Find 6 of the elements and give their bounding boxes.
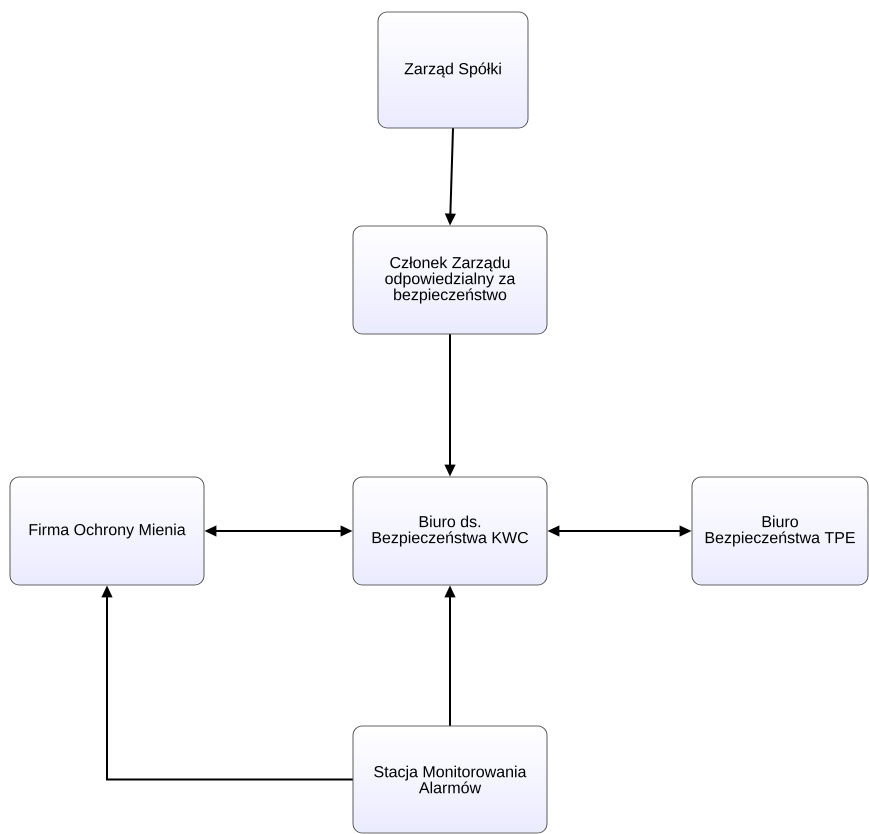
box: Biuro ds. Bezpieczeństwa KWC <box>352 476 548 586</box>
box: Stacja Monitorowania Alarmów <box>352 726 548 834</box>
box: Członek Zarządu odpowiedzialny za bezpieczeństwo <box>352 226 548 334</box>
box: Zarząd Spółki <box>378 12 528 128</box>
box: Firma Ochrony Mienia <box>10 476 204 586</box>
box: Biuro Bezpieczeństwa TPE <box>692 476 868 586</box>
